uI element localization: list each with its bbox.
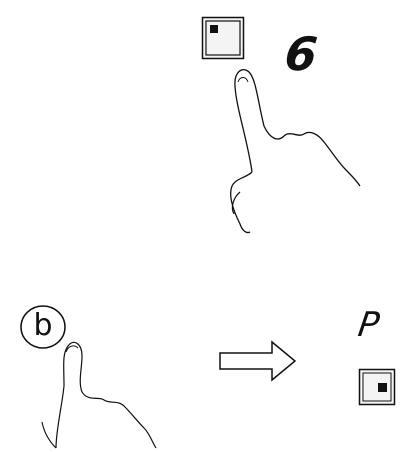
hand-pointing-icon (218, 62, 368, 238)
top-square-button[interactable] (201, 16, 245, 60)
right-arrow-icon (218, 340, 298, 382)
hand-pointing-icon (38, 336, 168, 450)
seven-segment-letter: P (356, 305, 382, 344)
right-arrow (218, 340, 298, 382)
square-button-top-left-dot-icon (201, 16, 245, 60)
square-button-right-dot-icon (358, 368, 396, 406)
top-hand (218, 62, 368, 238)
bottom-square-button[interactable] (358, 368, 396, 406)
bottom-display-letter: P (356, 300, 396, 344)
bottom-hand (38, 336, 168, 450)
